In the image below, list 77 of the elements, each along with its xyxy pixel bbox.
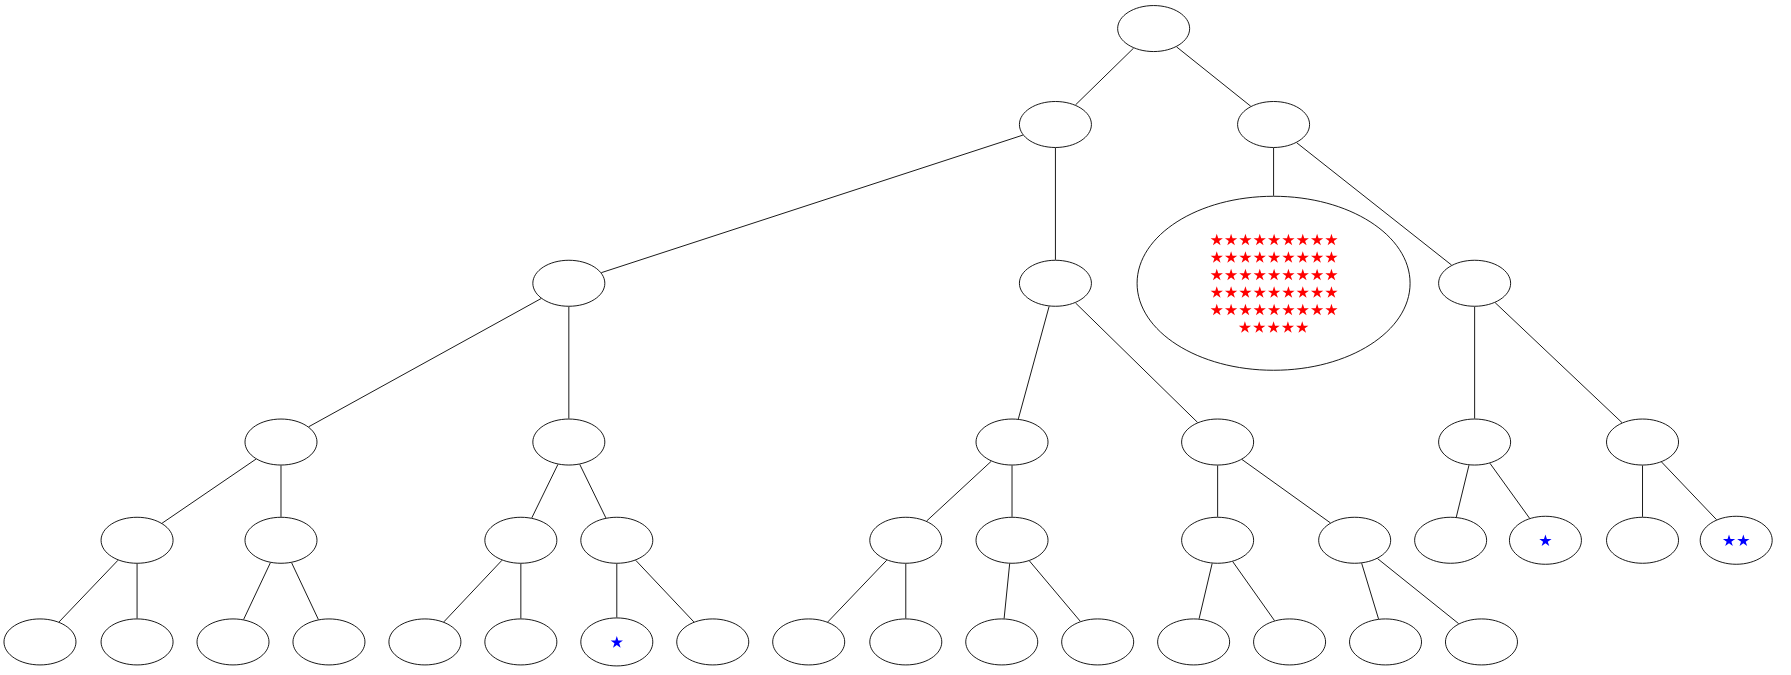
ellipse-node — [1018, 259, 1092, 307]
ellipse-node — [484, 618, 558, 666]
ellipse-node — [1181, 418, 1255, 466]
connector-line — [136, 563, 138, 619]
connector-line — [520, 563, 522, 619]
connector-line — [1661, 461, 1717, 521]
connector-line — [600, 134, 1024, 274]
ellipse-node — [1606, 516, 1679, 564]
connector-line — [1028, 560, 1081, 622]
connector-line — [1296, 142, 1453, 266]
connector-line — [1474, 306, 1476, 420]
connector-line — [280, 465, 282, 518]
ellipse-node — [244, 418, 318, 466]
connector-line — [443, 559, 503, 623]
ellipse-node — [292, 618, 366, 666]
connector-line — [827, 559, 888, 623]
connector-line — [1011, 465, 1013, 518]
connector-line — [1377, 558, 1460, 625]
ellipse-node — [975, 516, 1049, 564]
ellipse-node — [532, 418, 606, 466]
ellipse-node — [100, 516, 174, 564]
ellipse-node — [244, 516, 318, 564]
connector-line — [905, 563, 907, 619]
connector-line — [1017, 305, 1050, 420]
connector-line — [1642, 465, 1643, 518]
ellipse-node — [100, 618, 174, 666]
connector-line — [1494, 302, 1623, 424]
connector-line — [243, 562, 271, 620]
ellipse-node — [1414, 516, 1488, 564]
connector-line — [1176, 46, 1252, 107]
connector-line — [58, 559, 119, 623]
ellipse-node — [532, 259, 606, 307]
connector-line — [1241, 459, 1331, 524]
ellipse-node — [1253, 618, 1327, 666]
ellipse-node — [1061, 618, 1135, 666]
connector-line — [579, 463, 607, 519]
ellipse-node — [196, 618, 270, 666]
connector-line — [635, 559, 695, 623]
ellipse-node — [388, 618, 462, 666]
connector-line — [1489, 462, 1530, 519]
connector-line — [1455, 464, 1470, 518]
connector-line — [1075, 302, 1199, 423]
connector-line — [616, 563, 618, 618]
ellipse-node — [1318, 516, 1392, 564]
ellipse-node — [580, 516, 654, 564]
ellipse-node — [965, 618, 1039, 666]
connector-line — [926, 460, 992, 522]
connector-line — [161, 458, 257, 524]
connector-line — [1361, 562, 1379, 620]
ellipse-node — [484, 516, 558, 564]
connector-line — [568, 306, 570, 420]
ellipse-node — [1438, 418, 1512, 466]
connector-line — [1198, 563, 1213, 620]
ellipse-node — [975, 418, 1049, 466]
ellipse-node — [772, 618, 846, 666]
ellipse-node — [1018, 101, 1092, 148]
connector-line — [291, 562, 319, 620]
connector-line — [308, 298, 542, 428]
connector-line — [1232, 561, 1275, 622]
ellipse-node — [869, 516, 943, 564]
ellipse-node — [1157, 618, 1231, 666]
connector-line — [1273, 147, 1275, 197]
connector-line — [1217, 465, 1219, 518]
connector-line — [1075, 47, 1135, 106]
ellipse-node — [1606, 418, 1679, 466]
ellipse-node — [1237, 101, 1311, 148]
ellipse-node — [1181, 516, 1255, 564]
connector-line — [1054, 147, 1056, 261]
ellipse-node — [1438, 259, 1512, 307]
ellipse-node — [676, 618, 750, 666]
ellipse-node — [869, 618, 943, 666]
ellipse-node — [1445, 618, 1518, 666]
connector-line — [1003, 563, 1011, 619]
ellipse-node — [1349, 618, 1422, 666]
ellipse-node — [1117, 5, 1191, 52]
connector-line — [531, 463, 559, 519]
ellipse-node — [3, 618, 77, 666]
